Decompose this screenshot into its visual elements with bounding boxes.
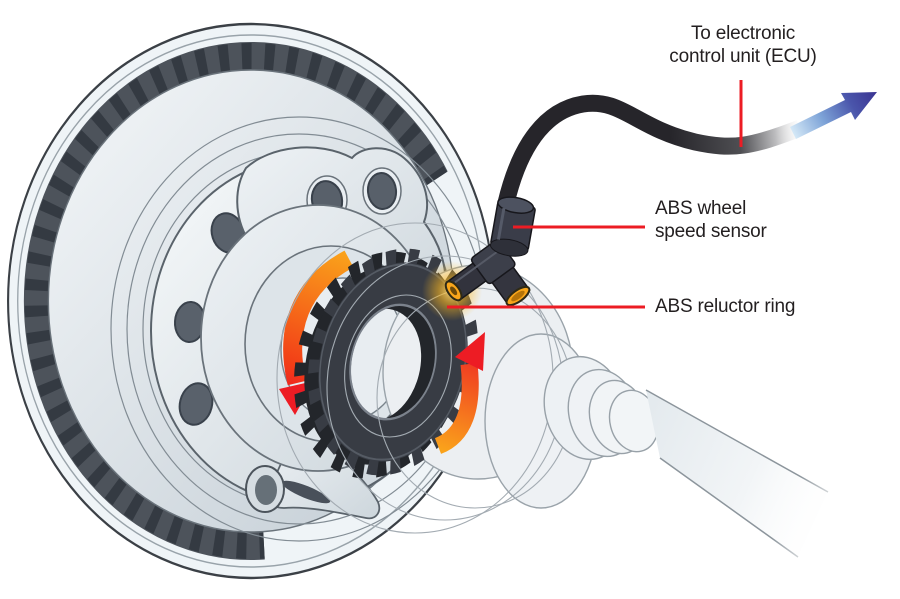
sensor-label: ABS wheel speed sensor — [655, 198, 767, 242]
boot-rings — [543, 355, 660, 461]
reluctor-label: ABS reluctor ring — [655, 296, 796, 317]
ear-slot — [281, 480, 331, 504]
sensor-connector — [489, 196, 536, 257]
bolt-hole — [178, 382, 214, 426]
axle-shaft — [645, 389, 829, 558]
rotation-arrow-right — [434, 332, 485, 454]
abs-sensor — [444, 196, 536, 307]
arrowhead-up-icon — [455, 332, 485, 371]
bolt-holes — [173, 212, 246, 426]
ecu-label: To electronic control unit (ECU) — [669, 23, 817, 67]
ecu-arrow-icon — [790, 92, 877, 139]
sensor-cable — [497, 94, 804, 205]
bracket-hole — [366, 172, 398, 210]
leader-lines — [447, 80, 743, 309]
